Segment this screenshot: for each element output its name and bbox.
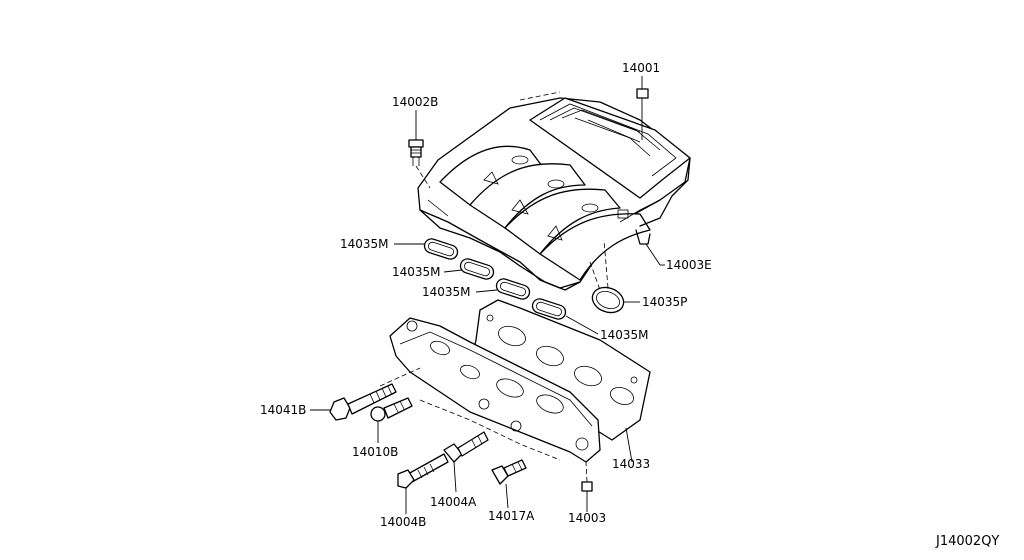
- callout-14017A: 14017A: [488, 509, 535, 523]
- intake-manifold-collector: [417, 91, 691, 291]
- callout-14033: 14033: [612, 457, 650, 471]
- bolt-14041B: [310, 383, 397, 421]
- callout-14041B: 14041B: [260, 403, 306, 417]
- callout-14001: 14001: [622, 61, 660, 75]
- callout-14003E: 14003E: [666, 258, 712, 272]
- gasket-14035M-4: [531, 298, 599, 335]
- bolt-14004B: [397, 469, 415, 514]
- callout-14035M: 14035M: [422, 285, 471, 299]
- bolt-14002B: [408, 110, 431, 189]
- callout-14035M: 14035M: [392, 265, 441, 279]
- callout-14010B: 14010B: [352, 445, 398, 459]
- manifold-support-bracket: [379, 317, 601, 463]
- bolt-14017A: [491, 459, 527, 509]
- bolt-14004A: [407, 431, 489, 493]
- callout-14035M: 14035M: [600, 328, 649, 342]
- callout-14004A: 14004A: [430, 495, 477, 509]
- gasket-14035M-2: [443, 258, 495, 280]
- callout-14004B: 14004B: [380, 515, 426, 529]
- diagram-id: J14002QY: [935, 534, 999, 549]
- callout-14035P: 14035P: [642, 295, 687, 309]
- gasket-14035M-1: [394, 238, 459, 260]
- gasket-14035P: [591, 239, 640, 314]
- bolt-14010B: [370, 397, 413, 443]
- stud-14001: [636, 76, 649, 140]
- stud-14003: [581, 461, 593, 512]
- bracket-14003E: [635, 229, 665, 266]
- callout-14035M: 14035M: [340, 237, 389, 251]
- callout-14003: 14003: [568, 511, 606, 525]
- callout-14002B: 14002B: [392, 95, 438, 109]
- gasket-14035M-3: [475, 278, 531, 300]
